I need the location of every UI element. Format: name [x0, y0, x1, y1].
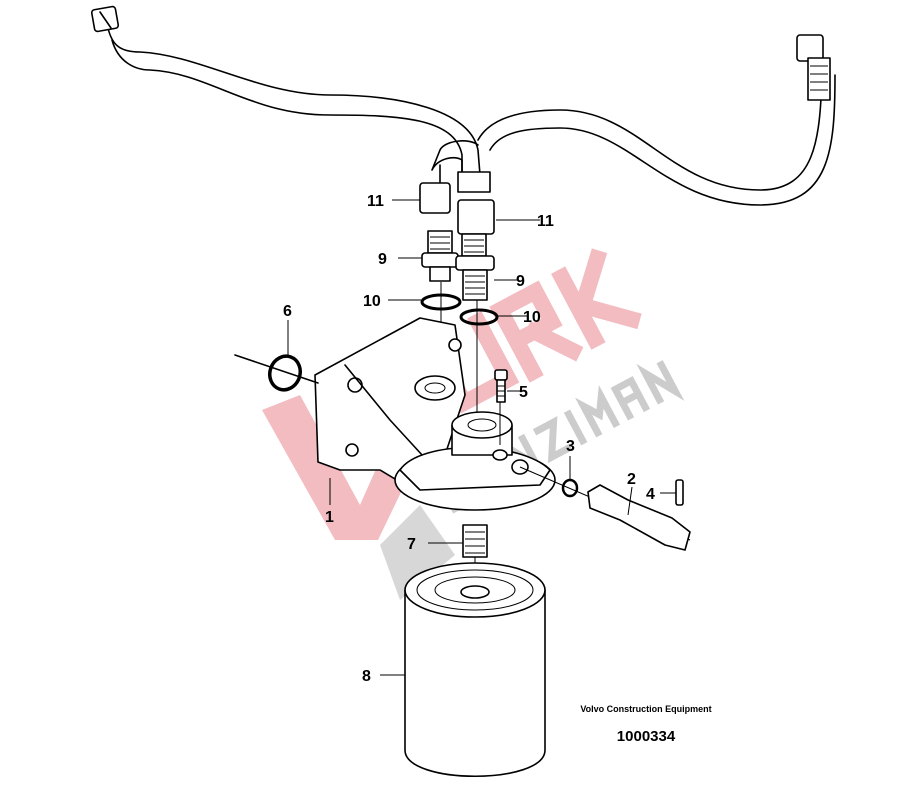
callout-4: 4	[646, 486, 655, 503]
callout-9: 9	[378, 251, 387, 268]
callout-9: 9	[516, 273, 525, 290]
caption-brand: Volvo Construction Equipment	[580, 704, 712, 714]
callout-2: 2	[627, 471, 636, 488]
leader-lines	[287, 199, 676, 676]
small-parts	[268, 354, 691, 551]
callout-7: 7	[407, 536, 416, 553]
filter-head	[234, 317, 556, 511]
caption-number: 1000334	[616, 728, 676, 745]
callout-10: 10	[523, 309, 541, 326]
callout-10: 10	[363, 293, 381, 310]
callout-11: 11	[367, 193, 384, 210]
callout-3: 3	[566, 438, 575, 455]
filter-cartridge	[404, 524, 546, 777]
callout-1: 1	[325, 509, 334, 526]
callout-11: 11	[537, 213, 554, 230]
hydraulic-pipes	[90, 5, 836, 235]
callout-5: 5	[519, 384, 528, 401]
callout-8: 8	[362, 668, 371, 685]
callout-6: 6	[283, 303, 292, 320]
